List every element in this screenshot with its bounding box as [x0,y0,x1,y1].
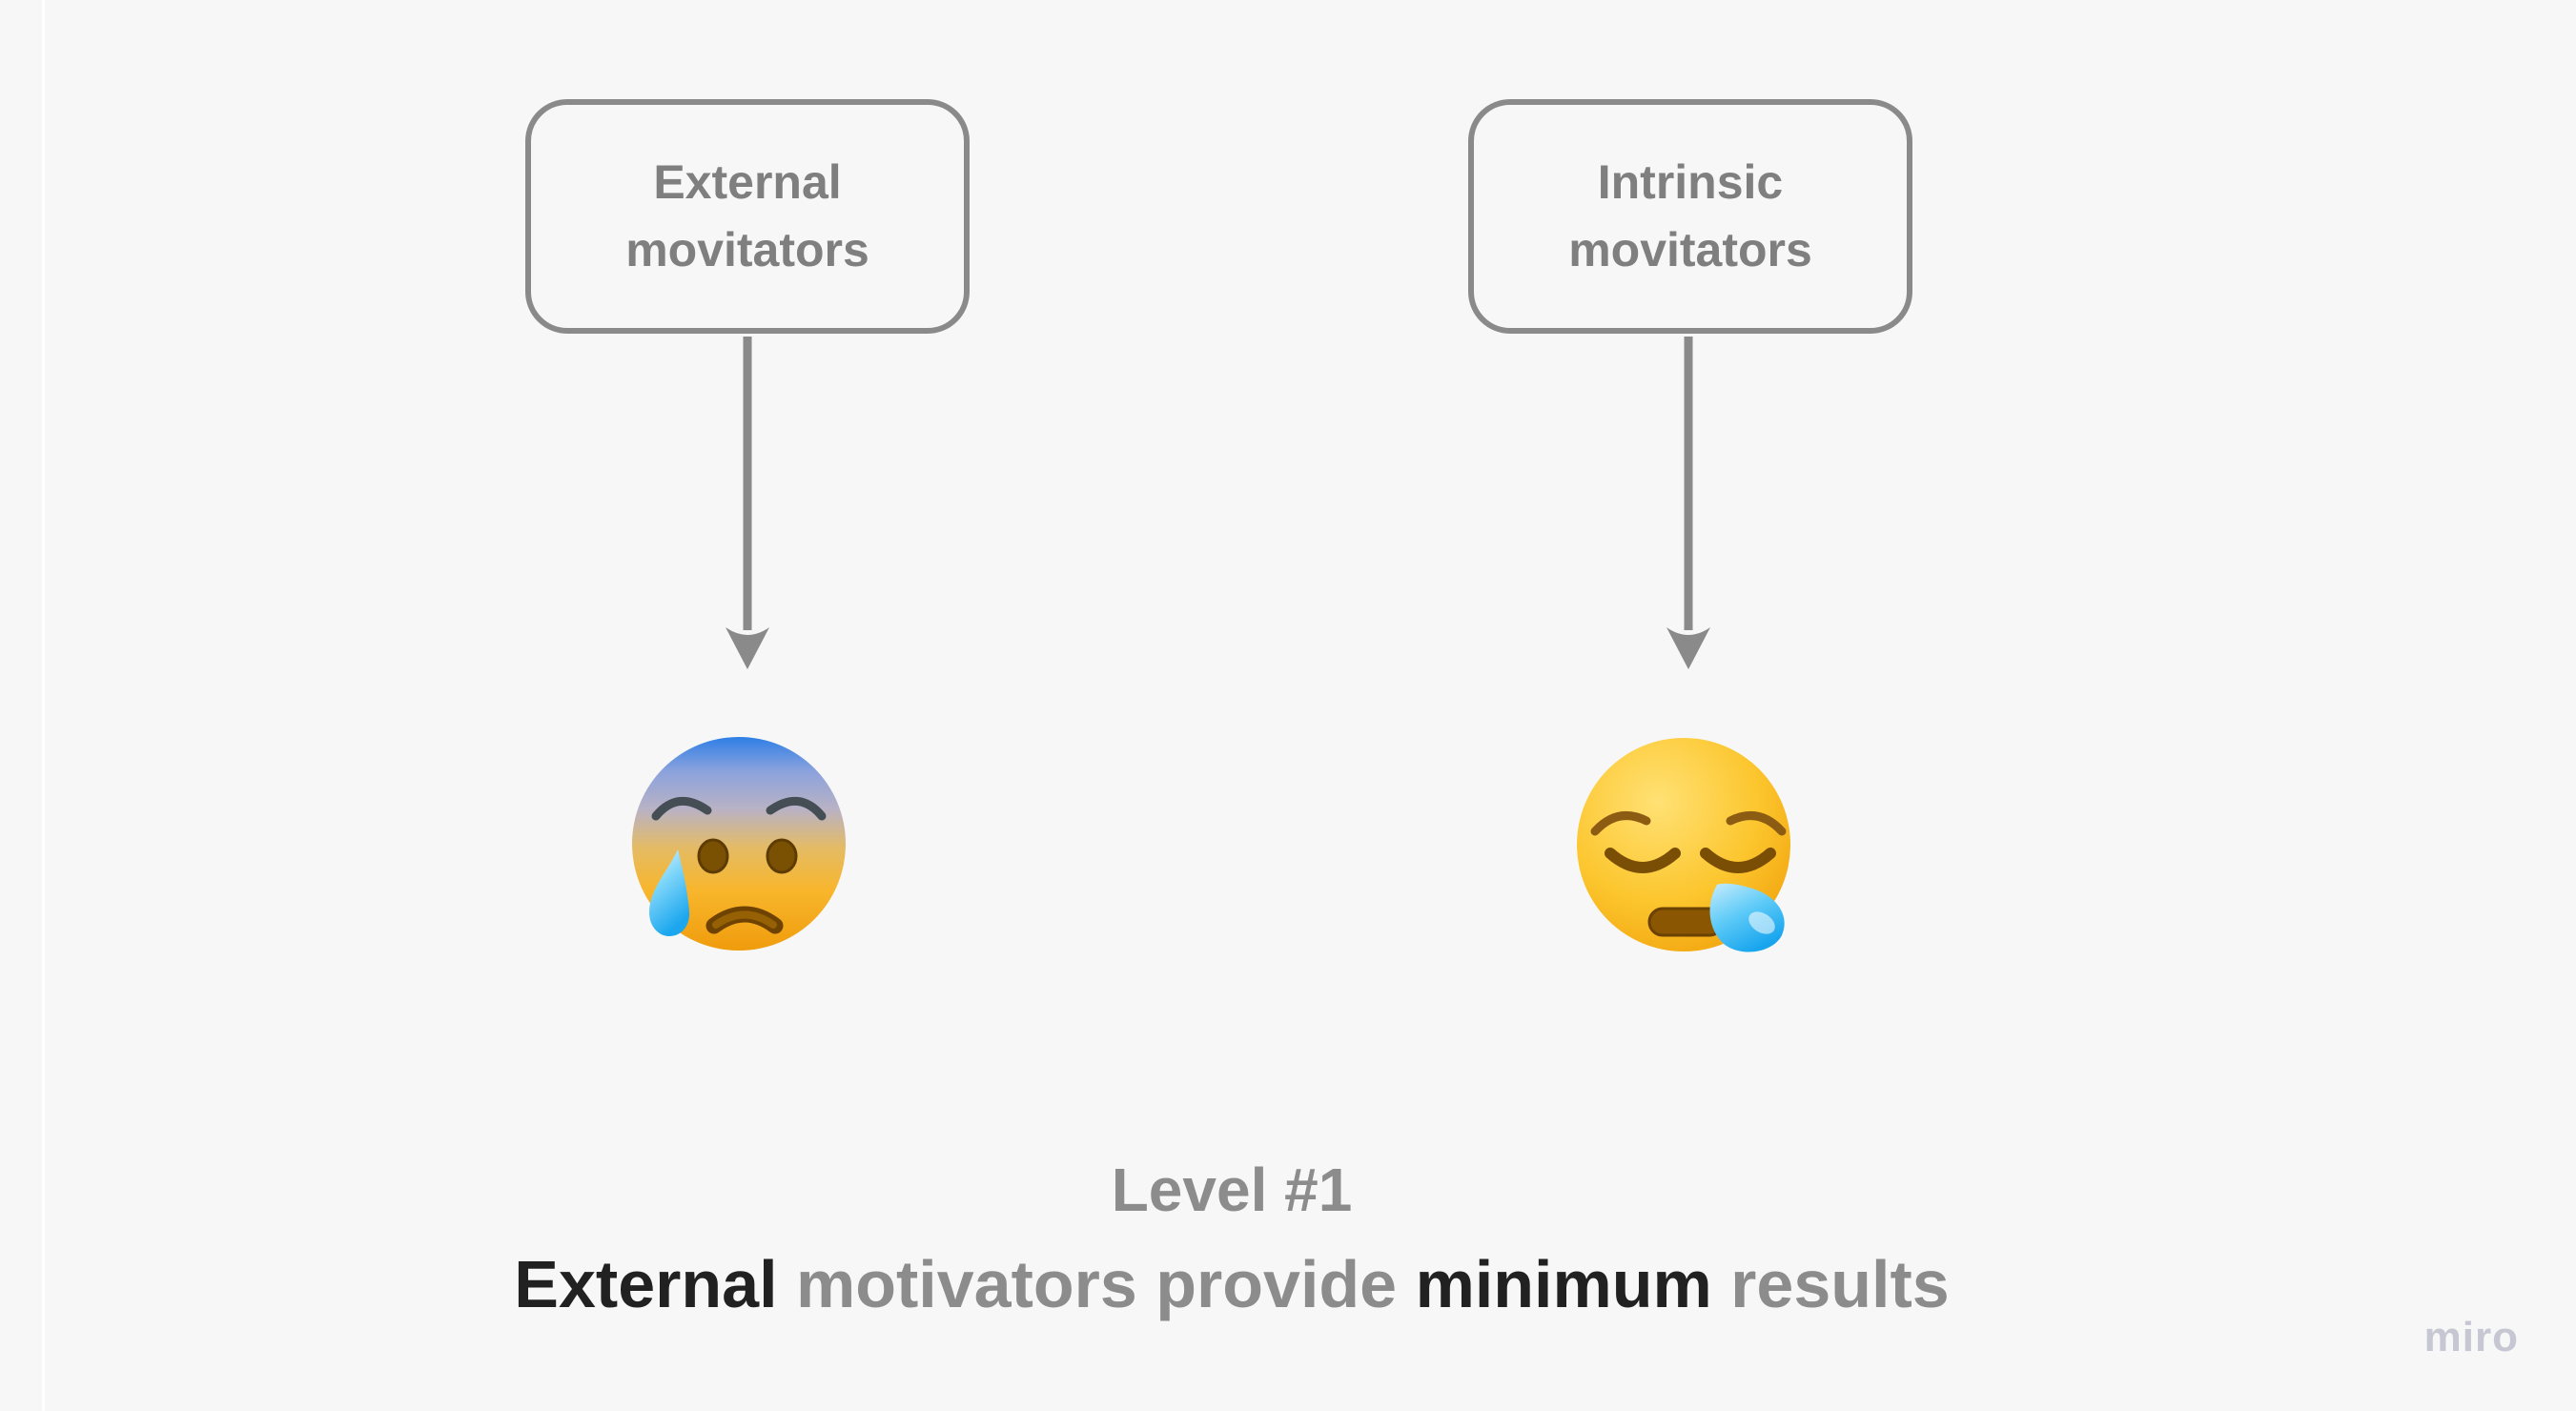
emoji-left-brow [1590,811,1651,836]
arrow-head [1666,627,1710,669]
sleepy-face-emoji[interactable] [1574,729,1803,958]
miro-watermark-logo: miro [2423,1314,2519,1360]
arrow-head [726,627,769,669]
caption-segment-external: External [514,1247,778,1321]
caption-text-block[interactable]: Level #1 External motivators provide min… [514,1159,1949,1318]
shape-label-intrinsic: Intrinsic movitators [1568,155,1812,276]
emoji-right-closed-eye [1700,848,1776,873]
shape-external-motivators[interactable]: External movitators [525,99,970,334]
emoji-sweat-drop [649,849,690,936]
emoji-bubble-highlight [1748,911,1775,934]
shape-intrinsic-motivators[interactable]: Intrinsic movitators [1468,99,1912,334]
caption-segment-motivators-provide: motivators provide [777,1247,1416,1321]
caption-segment-minimum: minimum [1415,1247,1712,1321]
emoji-mouth-fill [712,910,777,929]
caption-level-title: Level #1 [1111,1155,1353,1224]
emoji-right-eye [766,838,798,874]
emoji-right-brow [1726,811,1787,836]
arrow-down-icon-right[interactable] [1660,337,1717,672]
emoji-left-brow [651,796,712,821]
caption-detail-line: External motivators provide minimum resu… [514,1251,1949,1318]
emoji-left-eye [697,838,729,874]
emoji-snot-bubble [1709,883,1785,952]
shape-label-external: External movitators [625,155,869,276]
caption-segment-results: results [1711,1247,1950,1321]
frame-edge-divider [42,0,45,1411]
emoji-right-brow [766,796,827,821]
emoji-left-closed-eye [1605,848,1681,873]
anxious-face-with-sweat-emoji[interactable] [624,729,853,958]
arrow-down-icon-left[interactable] [719,337,776,672]
